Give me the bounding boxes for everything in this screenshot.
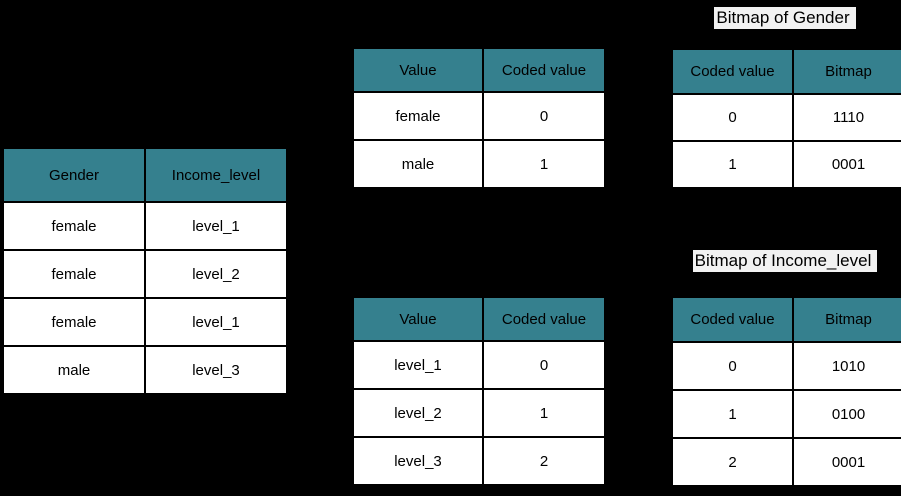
- table-row: level_1 0: [352, 340, 606, 390]
- column-header-coded-value: Coded value: [482, 296, 606, 342]
- gender-coding-table: Value Coded value female 0 male 1: [352, 47, 606, 189]
- table-cell: male: [2, 345, 146, 395]
- table-cell: 2: [482, 436, 606, 486]
- table-cell: level_3: [144, 345, 288, 395]
- table-row: level_2 1: [352, 388, 606, 438]
- table-cell: level_3: [352, 436, 484, 486]
- table-cell: level_1: [144, 297, 288, 347]
- table-row: male level_3: [2, 345, 288, 395]
- gender-bitmap-title-container: Bitmap of Gender: [671, 7, 899, 29]
- table-row: 1 0001: [671, 140, 901, 189]
- table-row: female level_2: [2, 249, 288, 299]
- table-header-row: Value Coded value: [352, 47, 606, 93]
- table-cell: 2: [671, 437, 794, 487]
- table-cell: 0: [482, 340, 606, 390]
- table-cell: 0: [671, 93, 794, 142]
- column-header-coded-value: Coded value: [671, 48, 794, 95]
- column-header-coded-value: Coded value: [671, 296, 794, 343]
- table-cell: 1: [671, 140, 794, 189]
- table-row: female 0: [352, 91, 606, 141]
- table-cell: female: [2, 297, 146, 347]
- gender-bitmap-title: Bitmap of Gender: [714, 7, 856, 29]
- table-row: female level_1: [2, 201, 288, 251]
- table-cell: 0: [482, 91, 606, 141]
- table-cell: level_2: [144, 249, 288, 299]
- table-row: female level_1: [2, 297, 288, 347]
- table-row: 0 1010: [671, 341, 901, 391]
- table-cell: female: [352, 91, 484, 141]
- income-bitmap-title: Bitmap of Income_level: [692, 250, 878, 272]
- table-row: 1 0100: [671, 389, 901, 439]
- table-cell: 1: [482, 139, 606, 189]
- table-cell: female: [2, 201, 146, 251]
- column-header-gender: Gender: [2, 147, 146, 203]
- income-bitmap-table: Coded value Bitmap 0 1010 1 0100 2 0001: [671, 296, 901, 487]
- table-cell: 0100: [792, 389, 901, 439]
- column-header-bitmap: Bitmap: [792, 48, 901, 95]
- table-cell: 1010: [792, 341, 901, 391]
- table-row: level_3 2: [352, 436, 606, 486]
- column-header-income-level: Income_level: [144, 147, 288, 203]
- table-row: male 1: [352, 139, 606, 189]
- column-header-value: Value: [352, 47, 484, 93]
- table-cell: level_2: [352, 388, 484, 438]
- table-header-row: Value Coded value: [352, 296, 606, 342]
- table-row: 2 0001: [671, 437, 901, 487]
- table-cell: female: [2, 249, 146, 299]
- source-data-table: Gender Income_level female level_1 femal…: [2, 147, 288, 395]
- gender-bitmap-table: Coded value Bitmap 0 1110 1 0001: [671, 48, 901, 189]
- table-cell: male: [352, 139, 484, 189]
- table-cell: 0001: [792, 437, 901, 487]
- table-header-row: Coded value Bitmap: [671, 48, 901, 95]
- table-cell: 1: [482, 388, 606, 438]
- table-cell: 0: [671, 341, 794, 391]
- column-header-value: Value: [352, 296, 484, 342]
- table-cell: 1110: [792, 93, 901, 142]
- column-header-bitmap: Bitmap: [792, 296, 901, 343]
- income-bitmap-title-container: Bitmap of Income_level: [671, 250, 899, 272]
- column-header-coded-value: Coded value: [482, 47, 606, 93]
- table-cell: level_1: [352, 340, 484, 390]
- income-coding-table: Value Coded value level_1 0 level_2 1 le…: [352, 296, 606, 486]
- table-header-row: Coded value Bitmap: [671, 296, 901, 343]
- table-row: 0 1110: [671, 93, 901, 142]
- table-cell: level_1: [144, 201, 288, 251]
- table-cell: 1: [671, 389, 794, 439]
- table-header-row: Gender Income_level: [2, 147, 288, 203]
- table-cell: 0001: [792, 140, 901, 189]
